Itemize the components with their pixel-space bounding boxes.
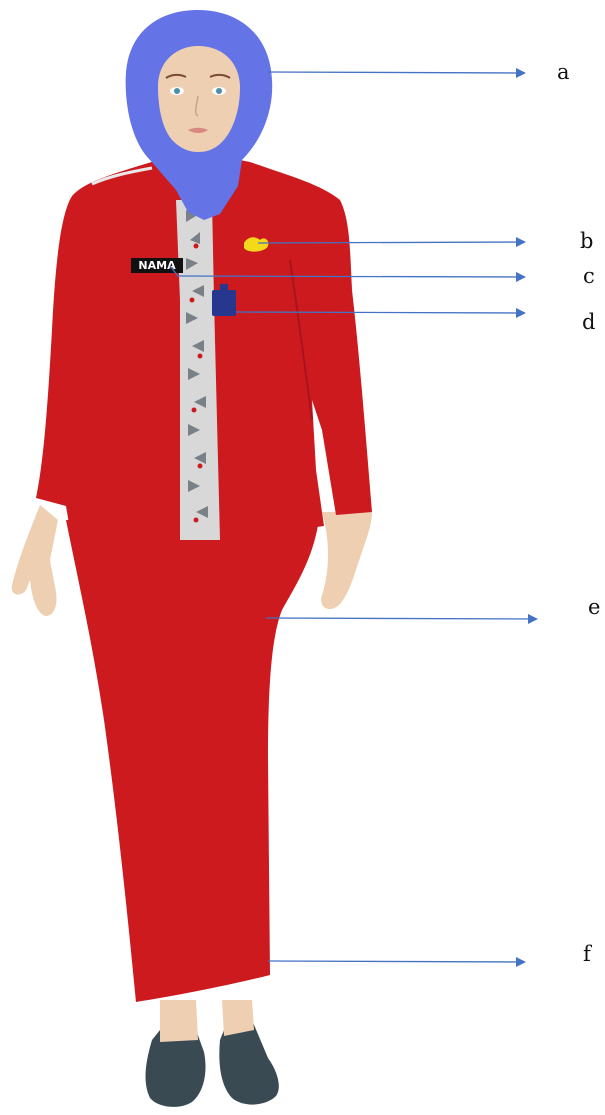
callout-label-b: b (580, 229, 593, 253)
right-hand (321, 512, 372, 609)
callout-label-f: f (583, 942, 593, 966)
callout-arrow-e (266, 618, 536, 619)
skirt (66, 520, 318, 1002)
callout-label-e: e (588, 595, 600, 619)
left-hand (12, 505, 58, 616)
left-shoe (146, 1030, 206, 1107)
name-tag-text: NAMA (138, 259, 176, 272)
right-iris (216, 88, 222, 94)
callout-arrow-f (268, 961, 524, 962)
callout-label-c: c (583, 264, 595, 288)
callout-arrow-a (268, 72, 524, 73)
callout-label-d: d (582, 310, 595, 334)
callout-label-a: a (557, 60, 570, 84)
id-card (212, 290, 236, 316)
left-iris (174, 88, 180, 94)
